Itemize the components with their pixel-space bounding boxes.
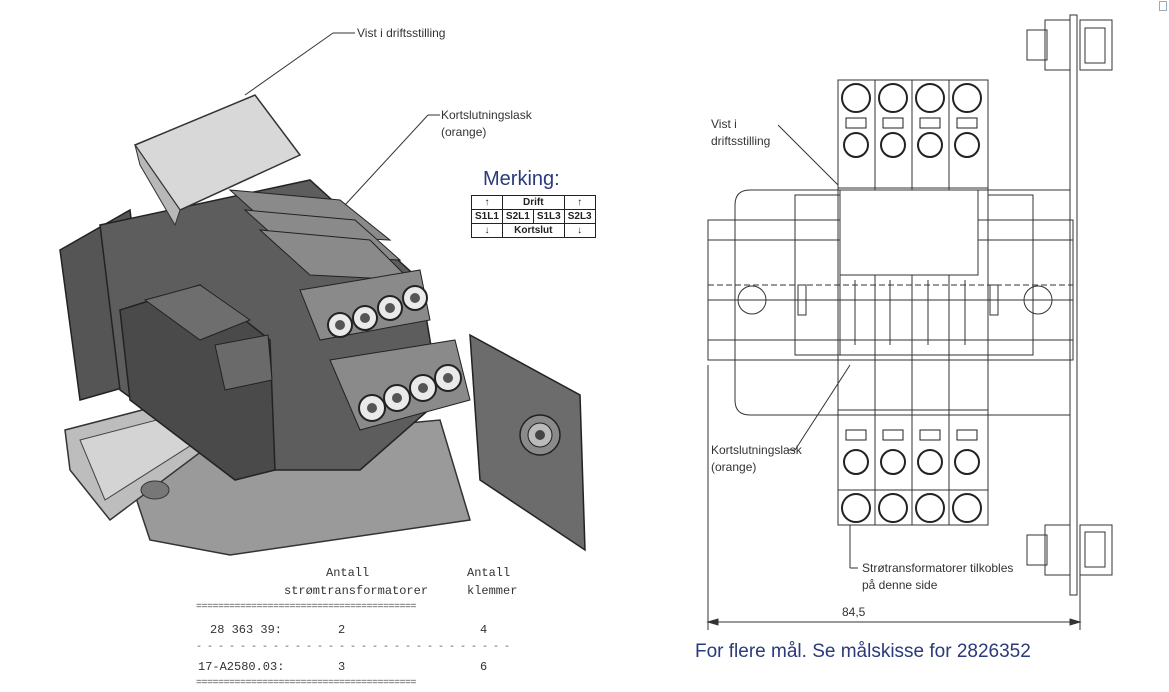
marking-cell: ↓ <box>563 223 596 238</box>
front-view-drawing <box>706 14 1113 630</box>
callout-vist-i: Vist i <box>711 117 737 131</box>
table-separator: ======================================== <box>196 602 417 613</box>
marking-cell: S1L1 <box>471 209 503 224</box>
row-transformers: 3 <box>338 660 346 674</box>
callout-kortslutningslask: Kortslutningslask <box>441 108 532 122</box>
marking-cell: ↑ <box>471 195 503 210</box>
callout-driftsstilling-right: driftsstilling <box>711 134 771 148</box>
table-dashes: - - - - - - - - - - - - - - - - - - - - … <box>196 642 514 653</box>
dimension-label: 84,5 <box>842 605 866 619</box>
marking-cell: S2L1 <box>501 209 534 224</box>
header-stromtransformatorer: strømtransformatorer <box>284 584 429 598</box>
marking-cell: ↑ <box>563 195 596 210</box>
row-id: 28 363 39: <box>210 623 283 637</box>
callout-denne-side: på denne side <box>862 578 938 592</box>
marking-row-top: ↑ Drift ↑ <box>471 195 596 210</box>
callout-kortslutningslask-right: Kortslutningslask <box>711 443 802 457</box>
marking-cell: Kortslut <box>501 223 565 238</box>
row-terminals: 6 <box>480 660 488 674</box>
row-transformers: 2 <box>338 623 346 637</box>
header-klemmer: klemmer <box>467 584 518 598</box>
marking-cell: S2L3 <box>563 209 596 224</box>
marking-row-mid: S1L1 S2L1 S1L3 S2L3 <box>471 209 596 224</box>
row-id: 17-A2580.03: <box>198 660 285 674</box>
marking-table: ↑ Drift ↑ S1L1 S2L1 S1L3 S2L3 ↓ Kortslut… <box>471 195 596 238</box>
callout-stromtransformatorer: Strøtransformatorer tilkobles <box>862 561 1014 575</box>
callout-orange: (orange) <box>441 125 487 139</box>
marking-cell: S1L3 <box>532 209 565 224</box>
header-antall-1: Antall <box>326 566 370 580</box>
marking-cell: ↓ <box>471 223 503 238</box>
marking-row-bottom: ↓ Kortslut ↓ <box>471 223 596 238</box>
callout-driftsstilling: Vist i driftsstilling <box>357 26 446 40</box>
isometric-assembly-drawing <box>59 32 586 556</box>
marking-cell: Drift <box>501 195 565 210</box>
marking-title: Merking: <box>483 168 560 190</box>
footer-note: For flere mål. Se målskisse for 2826352 <box>695 641 1031 662</box>
corner-marker-icon <box>1159 1 1167 11</box>
callout-orange-right: (orange) <box>711 460 757 474</box>
table-separator: ======================================== <box>196 678 417 689</box>
row-terminals: 4 <box>480 623 488 637</box>
header-antall-2: Antall <box>467 566 511 580</box>
